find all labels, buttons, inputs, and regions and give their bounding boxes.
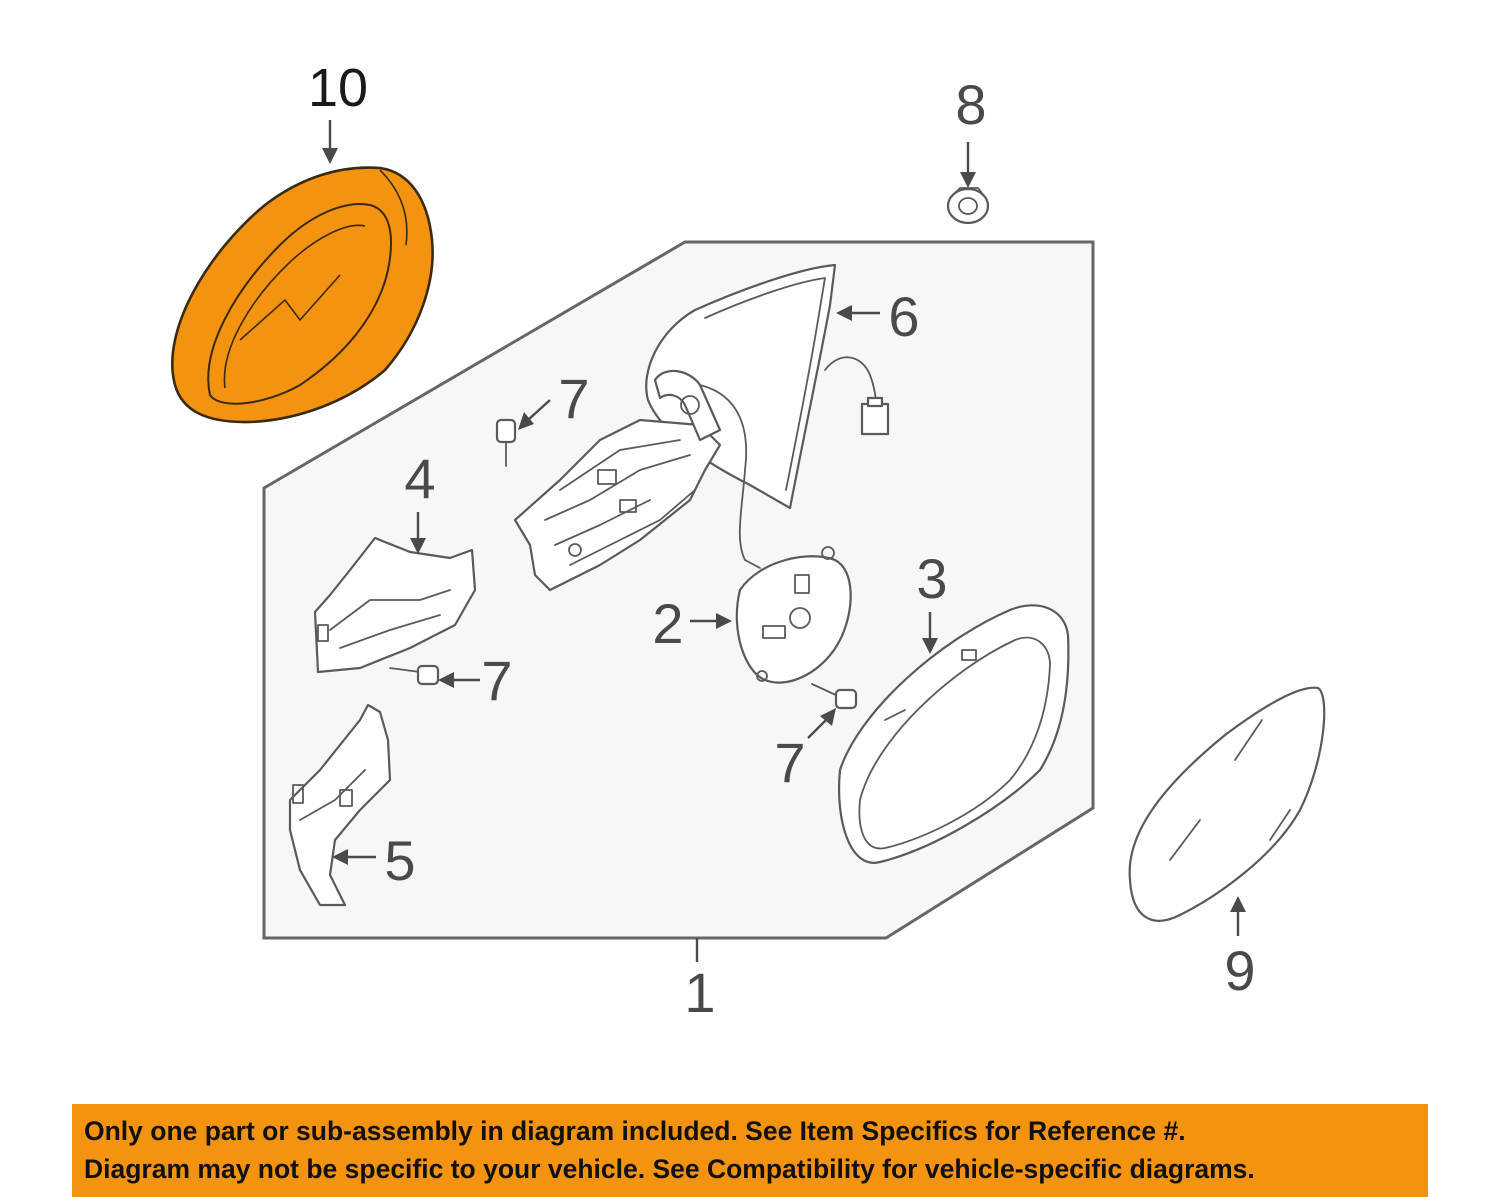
screw-part-middle (389, 664, 440, 686)
wiring-connector-part (824, 356, 890, 436)
callout-label-8: 8 (955, 73, 986, 136)
callout-label-5: 5 (384, 829, 415, 892)
screw-part-lower (811, 683, 858, 710)
mirror-base-bracket (513, 369, 761, 592)
mirror-housing-frame-part (838, 604, 1070, 864)
callout-label-9: 9 (1224, 939, 1255, 1002)
screw-part-upper (495, 418, 517, 467)
callout-label-7-lower: 7 (774, 731, 805, 794)
disclaimer-line-1: Only one part or sub-assembly in diagram… (84, 1116, 1186, 1146)
actuator-motor-part (735, 546, 852, 684)
callout-label-10: 10 (308, 58, 368, 118)
callout-label-7-upper: 7 (558, 367, 589, 430)
upper-trim-cover-part (313, 536, 477, 674)
mirror-cover-part (171, 166, 434, 424)
callout-label-6: 6 (888, 285, 919, 348)
grommet-nut-part (946, 187, 990, 225)
lower-trim-cover-part (288, 703, 392, 907)
callout-arrows (322, 120, 1246, 936)
callout-label-2: 2 (652, 592, 683, 655)
disclaimer-line-2: Diagram may not be specific to your vehi… (84, 1154, 1255, 1184)
disclaimer-banner: Only one part or sub-assembly in diagram… (72, 1104, 1428, 1197)
callout-label-1: 1 (684, 961, 715, 1024)
callout-label-4: 4 (404, 447, 435, 510)
callout-label-7-middle: 7 (481, 649, 512, 712)
mirror-glass-part (1128, 686, 1326, 922)
callout-label-3: 3 (916, 547, 947, 610)
